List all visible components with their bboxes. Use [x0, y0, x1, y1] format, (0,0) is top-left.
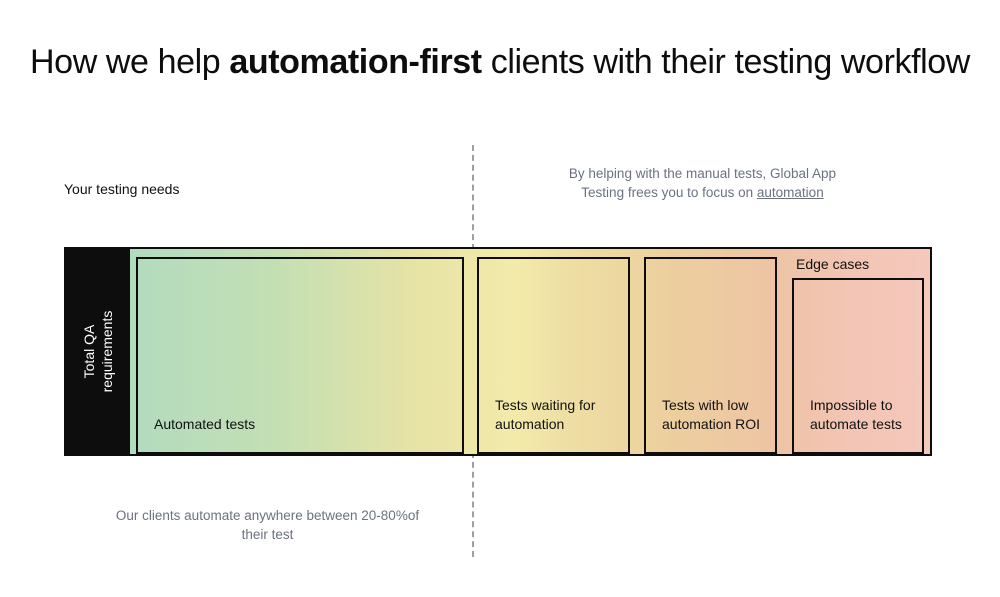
automation-link[interactable]: automation: [756, 185, 824, 200]
segment-tests-with-low-automation-roi[interactable]: Tests with low automation ROI: [644, 257, 777, 454]
manual-tests-note-line-2: Testing frees you to focus on: [581, 185, 757, 200]
page-title-emphasis: automation-first: [229, 43, 482, 81]
manual-tests-note-line-1: By helping with the manual tests, Global…: [568, 166, 837, 181]
page-title-part-1: How we help: [30, 43, 230, 81]
your-testing-needs-label: Your testing needs: [64, 181, 180, 197]
automation-range-note: Our clients automate anywhere between 20…: [115, 508, 420, 542]
manual-tests-note: By helping with the manual tests, Global…: [540, 164, 865, 202]
qa-requirements-bar: Total QA requirements Automated tests Te…: [64, 247, 932, 456]
segment-impossible-to-automate-tests[interactable]: Impossible to automate tests: [792, 278, 924, 454]
segment-label: Impossible to automate tests: [810, 397, 902, 432]
segment-automated-tests[interactable]: Automated tests: [136, 257, 464, 454]
total-qa-requirements-axis-label: Total QA requirements: [81, 310, 115, 393]
segment-label: Tests with low automation ROI: [662, 397, 761, 432]
total-qa-requirements-axis: Total QA requirements: [66, 249, 130, 454]
segment-tests-waiting-for-automation[interactable]: Tests waiting for automation: [477, 257, 630, 454]
page-title: How we help automation-first clients wit…: [0, 42, 1000, 83]
page-title-part-2: clients with their testing workflow: [481, 43, 971, 81]
segment-label: Automated tests: [154, 416, 256, 432]
segment-label: Tests waiting for automation: [495, 397, 596, 432]
edge-cases-group-label: Edge cases: [796, 256, 870, 272]
